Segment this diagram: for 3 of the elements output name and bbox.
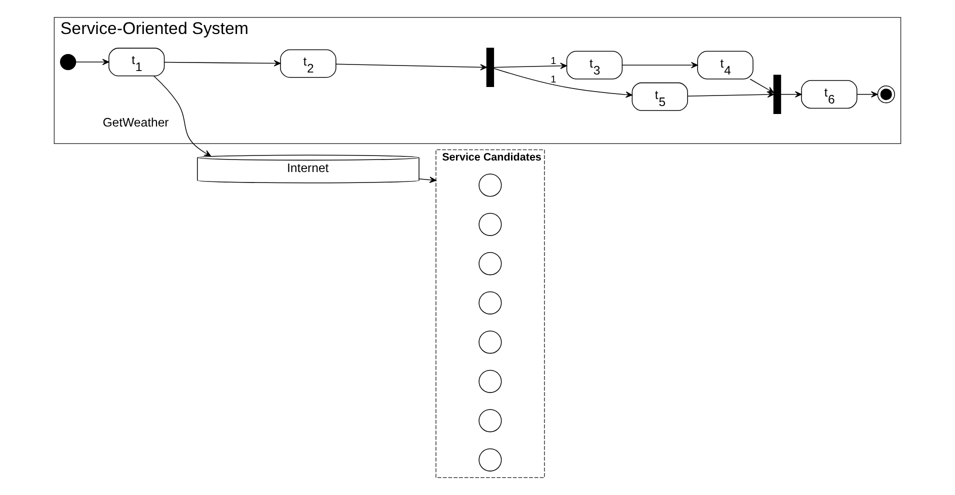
node-label: GetWeather xyxy=(102,116,169,130)
edge-label: 1 xyxy=(550,74,556,86)
edge-label: 1 xyxy=(550,56,556,67)
